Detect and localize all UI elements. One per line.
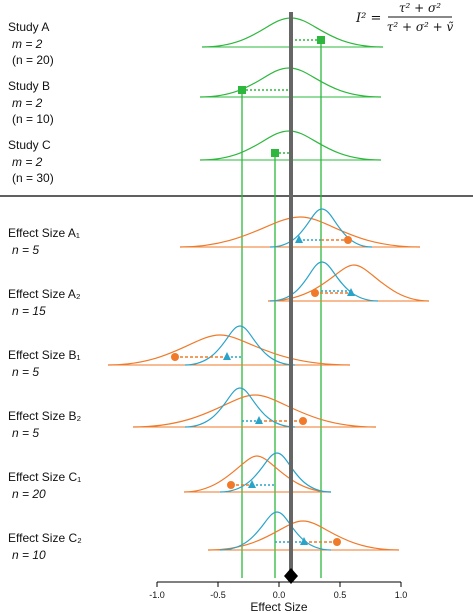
study-c-m: m = 2 xyxy=(12,155,43,169)
effect-c2-orange-curve xyxy=(207,520,400,551)
study-a-m: m = 2 xyxy=(12,37,43,51)
effect-c2-label: Effect Size C₂ xyxy=(8,531,82,545)
x-axis: -1.0 -0.5 0.0 0.5 1.0 Effect Size xyxy=(149,581,408,613)
effect-b1-n: n = 5 xyxy=(12,365,39,379)
effect-a2-triangle-marker xyxy=(347,288,355,296)
study-b-mean-marker xyxy=(238,86,246,94)
effect-b1-circle-marker xyxy=(171,353,179,361)
effect-c1-circle-marker xyxy=(227,481,235,489)
effect-b1-triangle-marker xyxy=(223,352,231,360)
effect-a1-n: n = 5 xyxy=(12,243,39,257)
x-tick-label: -0.5 xyxy=(210,590,226,600)
effect-c1-orange-curve xyxy=(183,455,332,493)
effect-a2-orange-curve xyxy=(267,264,430,302)
effect-b2-distribution xyxy=(132,387,377,428)
x-tick-label: -1.0 xyxy=(149,590,165,600)
effect-c1-triangle-marker xyxy=(248,480,256,488)
effect-a2-n: n = 15 xyxy=(12,304,46,318)
formula-denominator: τ² + σ² + ṽ xyxy=(387,20,454,34)
effect-a1-triangle-marker xyxy=(295,235,303,243)
i-squared-formula: I² = τ² + σ² τ² + σ² + ṽ xyxy=(355,1,454,34)
effect-b1-label: Effect Size B₁ xyxy=(8,348,81,362)
effect-labels: Effect Size A₁ n = 5 Effect Size A₂ n = … xyxy=(8,226,82,562)
effect-a1-label: Effect Size A₁ xyxy=(8,226,80,240)
study-b-m: m = 2 xyxy=(12,96,43,110)
study-b-n: (n = 10) xyxy=(12,112,54,126)
effect-b1-orange-curve xyxy=(107,334,351,366)
x-tick-label: 0.0 xyxy=(273,590,286,600)
effect-c2-triangle-marker xyxy=(300,537,308,545)
study-c-label: Study C xyxy=(8,138,51,152)
effect-c2-distribution xyxy=(207,511,400,551)
formula-lhs: I² = xyxy=(355,11,381,26)
study-mean-guides xyxy=(241,40,322,578)
effect-b2-circle-marker xyxy=(299,417,307,425)
effect-b1-blue-curve xyxy=(184,325,296,366)
grand-mean-diamond xyxy=(284,568,298,584)
effect-b2-orange-curve xyxy=(132,394,377,428)
effect-a1-orange-curve xyxy=(179,216,421,248)
study-a-label: Study A xyxy=(8,20,49,34)
study-labels: Study A m = 2 (n = 20) Study B m = 2 (n … xyxy=(8,20,54,185)
effect-a2-label: Effect Size A₂ xyxy=(8,287,81,301)
formula-numerator: τ² + σ² xyxy=(399,1,441,15)
x-tick-label: 1.0 xyxy=(395,590,408,600)
effect-b2-n: n = 5 xyxy=(12,426,39,440)
study-c-mean-marker xyxy=(271,149,279,157)
effect-a1-circle-marker xyxy=(344,236,352,244)
study-c-n: (n = 30) xyxy=(12,171,54,185)
effect-a2-distribution xyxy=(267,261,430,302)
effect-c2-n: n = 10 xyxy=(12,548,46,562)
effect-b1-distribution xyxy=(107,325,351,366)
effect-c2-circle-marker xyxy=(333,538,341,546)
effect-c1-n: n = 20 xyxy=(12,487,46,501)
x-tick-label: 0.5 xyxy=(334,590,347,600)
effect-c1-label: Effect Size C₁ xyxy=(8,470,81,484)
study-a-n: (n = 20) xyxy=(12,53,54,67)
study-b-label: Study B xyxy=(8,79,50,93)
effect-c1-blue-curve xyxy=(219,452,332,493)
effect-b2-blue-curve xyxy=(184,387,296,428)
effect-distributions xyxy=(107,208,430,551)
effect-c1-distribution xyxy=(183,452,332,493)
x-axis-title: Effect Size xyxy=(250,600,307,613)
effect-a1-distribution xyxy=(179,208,421,248)
effect-a2-circle-marker xyxy=(311,289,319,297)
effect-b2-triangle-marker xyxy=(255,416,263,424)
effect-b2-label: Effect Size B₂ xyxy=(8,409,81,423)
study-a-mean-marker xyxy=(317,36,325,44)
